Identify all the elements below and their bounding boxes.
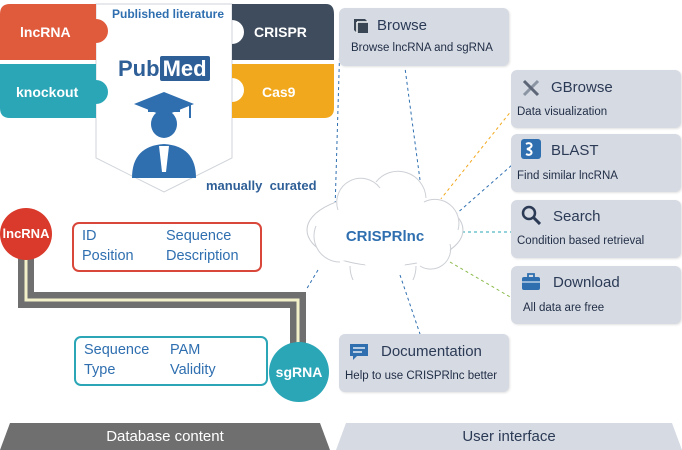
download-card[interactable]: Download All data are free — [511, 266, 681, 324]
database-content-label: Database content — [106, 428, 224, 445]
browse-title: Browse — [377, 17, 428, 34]
user-interface-label: User interface — [462, 428, 556, 445]
documentation-card[interactable]: Documentation Help to use CRISPRlnc bett… — [339, 334, 509, 392]
sgrna-node: sgRNA — [269, 342, 329, 402]
book-icon — [354, 19, 368, 33]
crispr-piece-label: CRISPR — [254, 24, 307, 40]
crisprlnc-hub-cloud — [306, 170, 464, 280]
briefcase-icon — [522, 273, 540, 290]
browse-desc: Browse lncRNA and sgRNA — [351, 42, 493, 54]
gbrowse-card[interactable]: GBrowse Data visualization — [511, 70, 681, 128]
cas9-piece-label: Cas9 — [262, 84, 296, 100]
sgrna-node-label: sgRNA — [275, 364, 323, 380]
search-card[interactable]: Search Condition based retrieval — [511, 200, 681, 258]
lncrna-piece — [0, 4, 108, 60]
bottom-bar-shapes — [0, 423, 682, 450]
cas9-piece — [232, 64, 334, 118]
blast-icon — [521, 139, 541, 159]
knockout-piece — [0, 64, 108, 118]
sgrna-field-pam: PAM — [170, 342, 201, 358]
search-title: Search — [553, 208, 601, 225]
documentation-desc: Help to use CRISPRlnc better — [345, 370, 498, 382]
download-title: Download — [553, 274, 620, 291]
hub-label: CRISPRlnc — [345, 228, 425, 245]
lncrna-node-label: lncRNA — [2, 226, 50, 241]
blast-title: BLAST — [551, 142, 599, 159]
blast-card[interactable]: BLAST Find similar lncRNA — [511, 134, 681, 192]
manually-curated-label: manually curated — [206, 178, 317, 193]
lncrna-sgrna-connector — [18, 230, 306, 370]
crispr-piece — [232, 4, 334, 60]
gbrowse-title: GBrowse — [551, 79, 613, 96]
magnifier-icon — [521, 205, 541, 225]
blast-desc: Find similar lncRNA — [517, 170, 618, 182]
lncrna-field-description: Description — [166, 248, 239, 264]
lncrna-field-sequence: Sequence — [166, 228, 232, 244]
lncrna-node: lncRNA — [0, 208, 52, 260]
pubmed-logo-pub: Pub — [118, 56, 160, 81]
lncrna-piece-label: lncRNA — [20, 24, 71, 40]
lncrna-field-position: Position — [82, 248, 134, 264]
user-interface-bar — [336, 423, 682, 450]
documentation-title: Documentation — [381, 343, 482, 360]
knockout-piece-label: knockout — [16, 84, 79, 100]
pubmed-logo-med: Med — [159, 56, 210, 81]
gbrowse-desc: Data visualization — [517, 106, 608, 118]
lncrna-fields-box: ID Sequence Position Description — [72, 222, 262, 272]
sgrna-field-type: Type — [84, 362, 116, 378]
search-desc: Condition based retrieval — [517, 235, 645, 247]
sgrna-field-sequence: Sequence — [84, 342, 150, 358]
published-literature-title: Published literature — [111, 7, 225, 21]
sgrna-field-validity: Validity — [170, 362, 216, 378]
download-desc: All data are free — [523, 302, 605, 314]
graduate-icon — [132, 92, 196, 178]
sgrna-fields-box: Sequence PAM Type Validity — [74, 336, 268, 386]
dna-icon — [522, 79, 540, 97]
browse-card[interactable]: Browse Browse lncRNA and sgRNA — [339, 8, 509, 66]
literature-puzzle — [0, 3, 334, 193]
chat-icon — [350, 344, 368, 360]
database-content-bar — [0, 423, 330, 450]
lncrna-field-id: ID — [82, 228, 97, 244]
